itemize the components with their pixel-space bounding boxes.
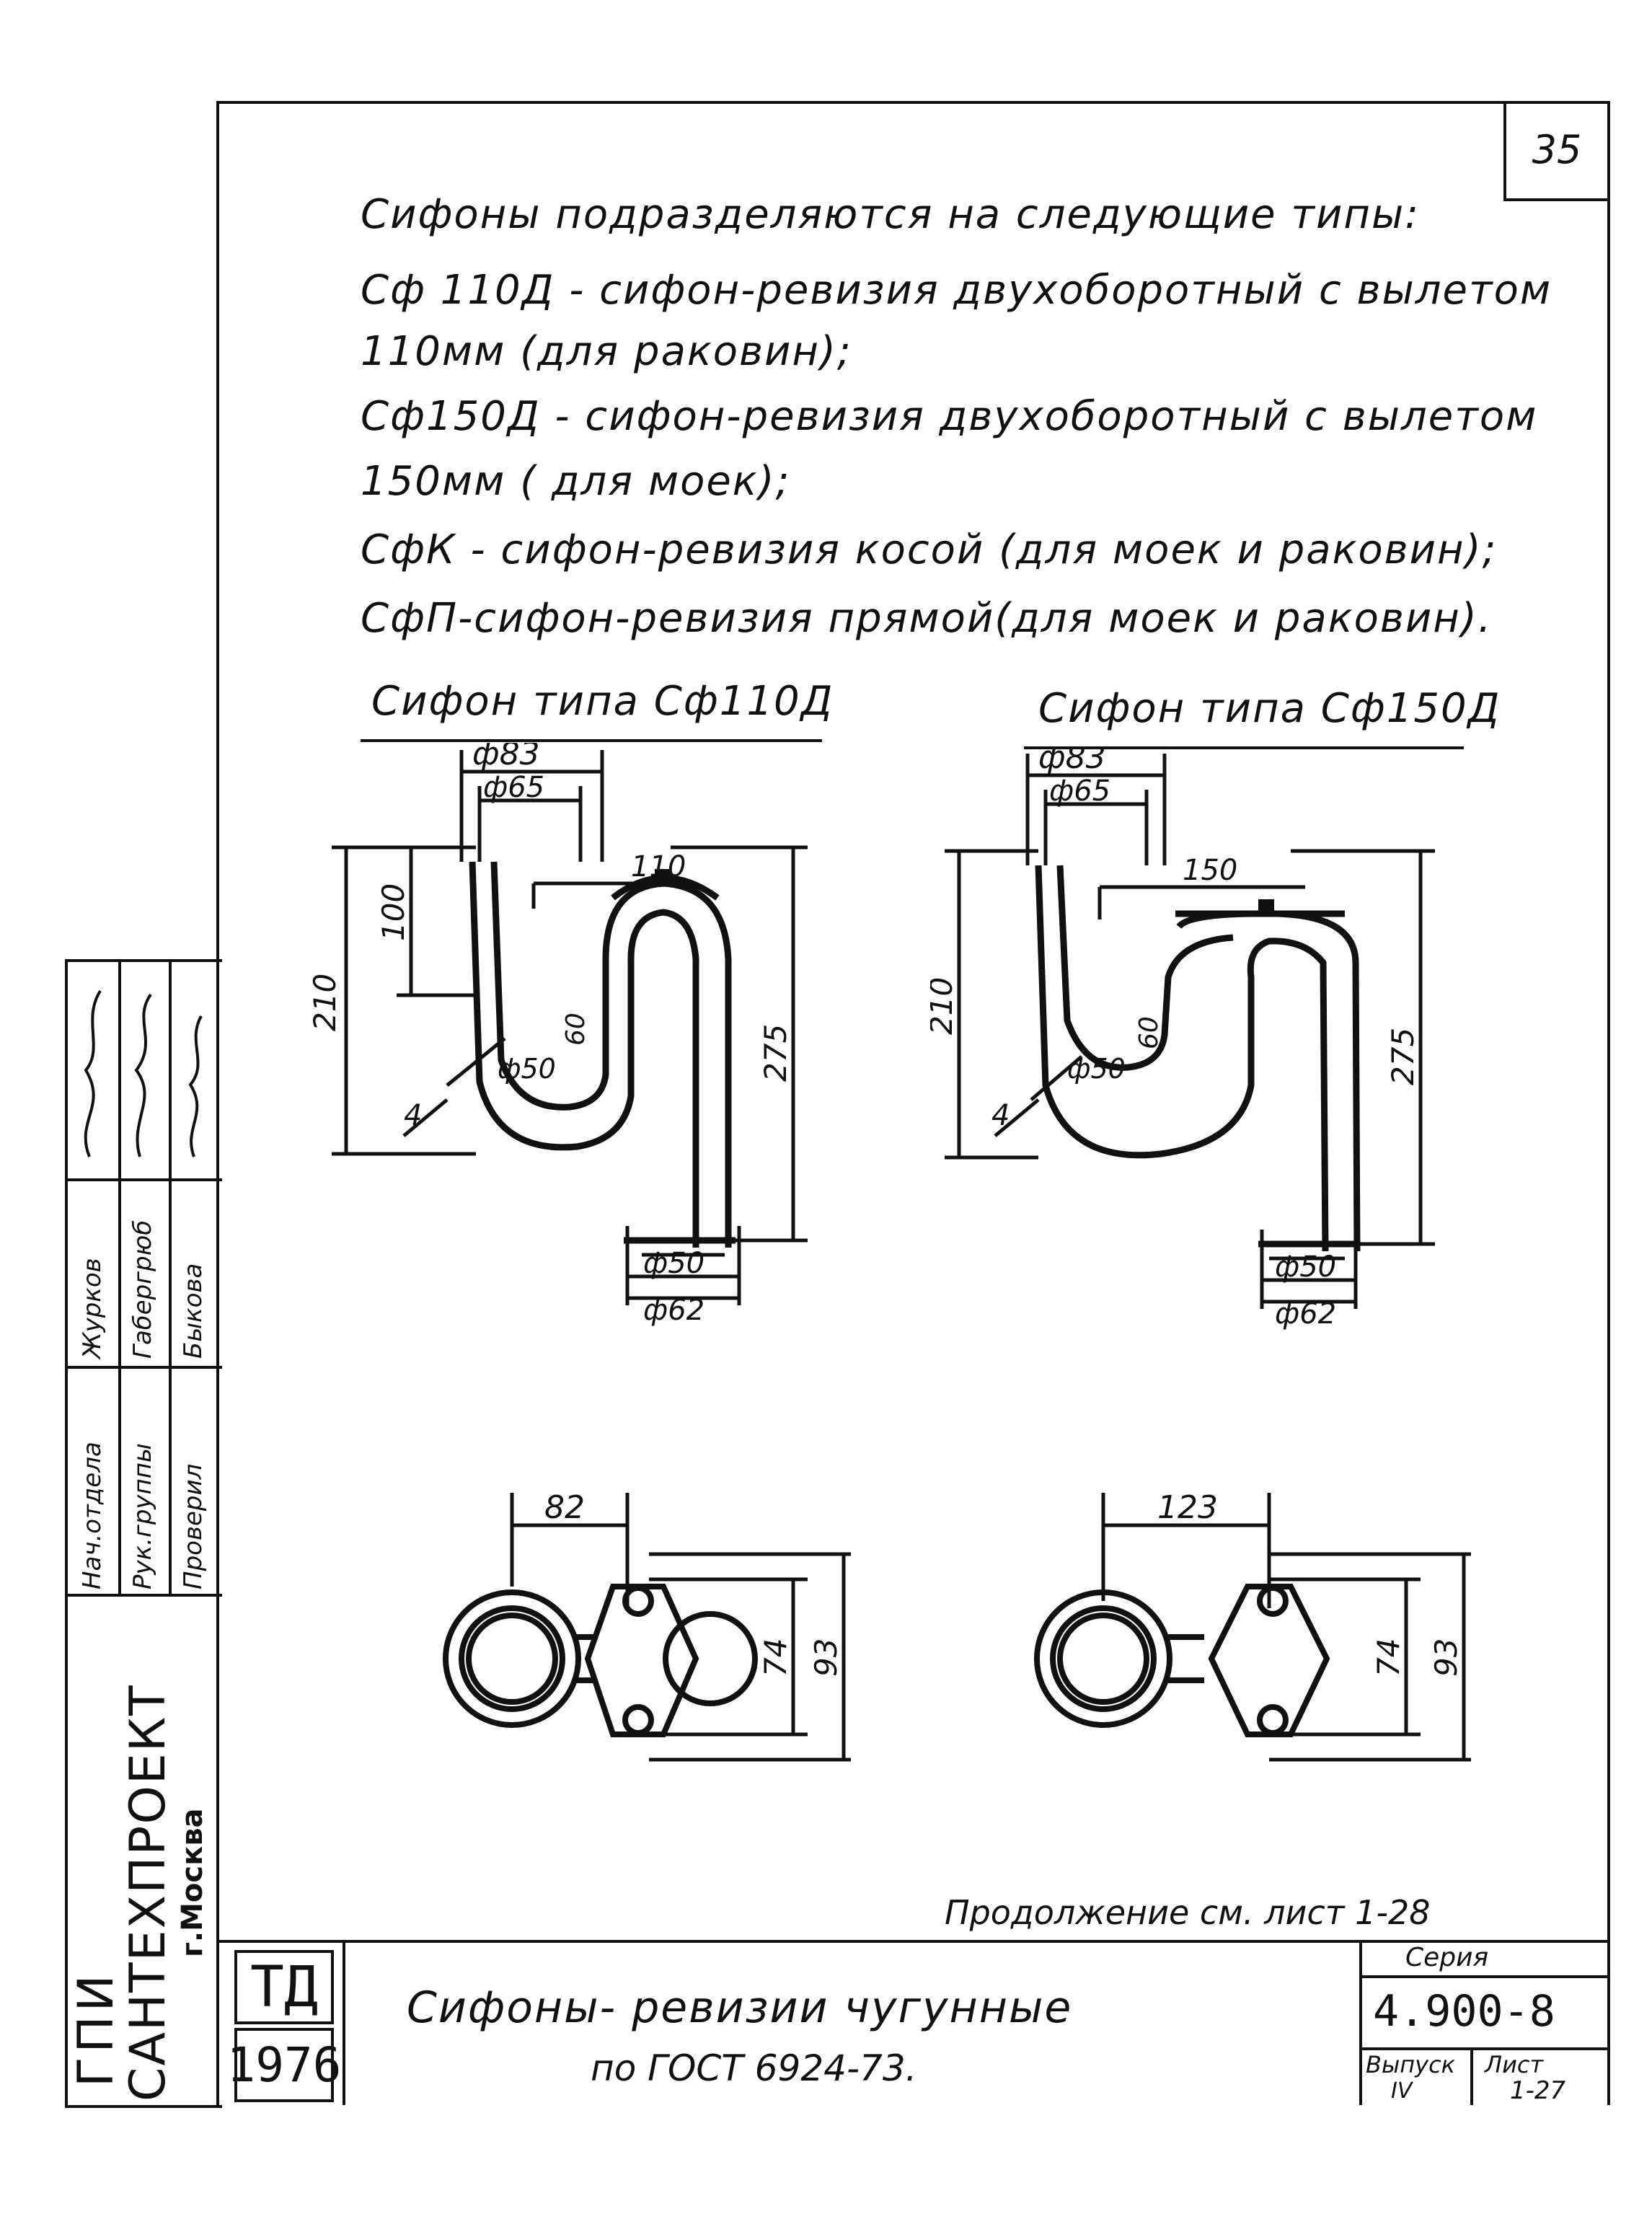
page-number: 35 <box>1503 101 1607 201</box>
dim-right-60: 60 <box>1134 1016 1164 1049</box>
dim-right-wall: 4 <box>991 1099 1010 1132</box>
caption-left-underline <box>361 739 822 742</box>
title-cell: Сифоны- ревизии чугунные по ГОСТ 6924-73… <box>343 1943 1362 2105</box>
page-number-text: 35 <box>1532 127 1582 172</box>
dim-right-d50: ф50 <box>1067 1053 1126 1085</box>
series-rule <box>1362 1975 1607 1978</box>
title-line-2: по ГОСТ 6924-73. <box>591 2047 917 2089</box>
issue-value: IV <box>1391 2078 1413 2104</box>
dim-left-210: 210 <box>307 974 343 1031</box>
dim-left-60: 60 <box>561 1013 591 1046</box>
dim-left-110: 110 <box>631 850 686 883</box>
dim-right-210: 210 <box>930 977 959 1035</box>
org-line-1: ГПИ <box>68 1970 125 2087</box>
intro-line-4: Сф150Д - сифон-ревизия двухоборотный с в… <box>361 393 1538 440</box>
stamp-signatures: Нач.отдела Рук.группы Проверил Журков Га… <box>68 962 222 1597</box>
dim-right-out50: ф50 <box>1275 1250 1336 1284</box>
td-cell: ТД 1976 <box>216 1943 343 2105</box>
dim-left-d83: ф83 <box>472 743 540 772</box>
dim-left-plan-93: 93 <box>808 1638 844 1677</box>
dim-left-d65: ф65 <box>483 771 544 804</box>
caption-left: Сифон типа Сф110Д <box>371 678 834 725</box>
intro-line-2: Сф 110Д - сифон-ревизия двухоборотный с … <box>361 267 1552 314</box>
name-2: Габергрюб <box>128 1219 157 1359</box>
intro-line-6: СфК - сифон-ревизия косой (для моек и ра… <box>361 526 1498 573</box>
caption-right-underline <box>1024 746 1464 749</box>
dim-right-out62: ф62 <box>1275 1297 1336 1331</box>
dim-right-d65: ф65 <box>1049 775 1110 808</box>
series-label: Серия <box>1405 1943 1489 1972</box>
year-mark: 1976 <box>227 2028 341 2102</box>
dim-left-plan-82: 82 <box>544 1489 585 1526</box>
role-2: Рук.группы <box>128 1443 157 1589</box>
sheet-label: Лист <box>1485 2051 1544 2078</box>
org-line-3: г.Москва <box>176 1808 209 1957</box>
sheet-frame <box>216 101 1610 2105</box>
dim-left-out50: ф50 <box>643 1247 704 1280</box>
dim-right-plan-74: 74 <box>1371 1638 1406 1677</box>
signatures-image <box>84 989 203 1157</box>
dim-left-100: 100 <box>376 883 411 941</box>
issue-label: Выпуск <box>1366 2051 1455 2078</box>
name-3: Быкова <box>179 1263 208 1359</box>
title-line-1: Сифоны- ревизии чугунные <box>407 1982 1073 2033</box>
issue-divider <box>1470 2047 1473 2105</box>
siphon-right-plan: 123 74 93 <box>1034 1489 1471 1762</box>
td-mark: ТД <box>234 1950 334 2024</box>
dim-right-275: 275 <box>1385 1028 1421 1085</box>
role-1: Нач.отдела <box>78 1442 107 1589</box>
dim-right-plan-123: 123 <box>1157 1489 1218 1526</box>
dim-left-d50: ф50 <box>498 1053 556 1085</box>
dim-right-150: 150 <box>1183 854 1237 887</box>
continuation-note: Продолжение см. лист 1-28 <box>945 1893 1431 1932</box>
dim-left-wall: 4 <box>404 1099 422 1132</box>
dim-left-out62: ф62 <box>643 1294 704 1327</box>
sheet-value: 1-27 <box>1510 2076 1566 2105</box>
siphon-left-plan: 82 74 93 <box>443 1489 851 1762</box>
dim-right-plan-93: 93 <box>1428 1638 1464 1677</box>
org-line-2: САНТЕХПРОЕКТ <box>120 1684 177 2101</box>
dim-right-d83: ф83 <box>1038 746 1106 776</box>
issue-rule <box>1362 2047 1607 2050</box>
title-block: ТД 1976 Сифоны- ревизии чугунные по ГОСТ… <box>216 1940 1607 2105</box>
intro-line-3: 110мм (для раковин); <box>361 328 852 375</box>
series-value: 4.900-8 <box>1373 1986 1555 2037</box>
intro-line-7: СфП-сифон-ревизия прямой(для моек и рако… <box>361 595 1493 642</box>
dim-left-plan-74: 74 <box>758 1638 793 1677</box>
caption-right: Сифон типа Сф150Д <box>1038 685 1501 732</box>
siphon-left-section: ф83 ф65 110 100 210 275 60 ф50 4 ф50 ф62 <box>307 743 808 1327</box>
stamp-org: ГПИ САНТЕХПРОЕКТ г.Москва <box>68 1597 222 2105</box>
intro-line-1: Сифоны подразделяются на следующие типы: <box>361 191 1421 238</box>
role-3: Проверил <box>179 1463 208 1589</box>
intro-line-5: 150мм ( для моек); <box>361 458 791 505</box>
left-stamp: Нач.отдела Рук.группы Проверил Журков Га… <box>65 959 222 2108</box>
dim-left-275: 275 <box>758 1024 793 1082</box>
name-1: Журков <box>78 1258 107 1359</box>
siphon-right-section: ф83 ф65 150 210 275 60 ф50 4 ф50 ф62 <box>930 746 1435 1331</box>
series-cell: Серия 4.900-8 Выпуск IV Лист 1-27 <box>1359 1943 1607 2105</box>
